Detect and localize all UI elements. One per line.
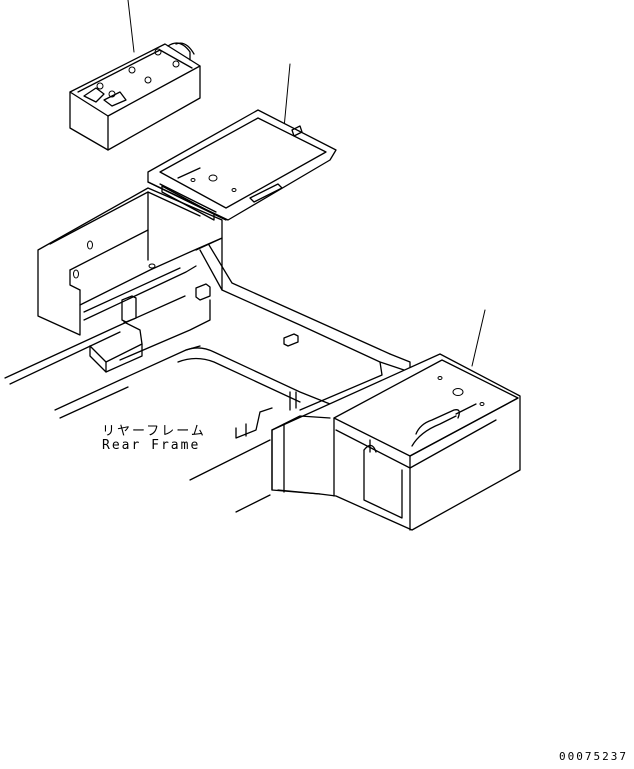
right-battery-box: [271, 353, 521, 531]
drawing-number: 00075237: [559, 750, 628, 763]
part-label-english: Rear Frame: [102, 438, 201, 453]
leader-line-battery-box: [471, 309, 486, 367]
leader-line-battery-top: [127, 0, 135, 53]
part-label-japanese: リヤーフレーム: [102, 424, 206, 439]
battery-tray: [147, 109, 337, 221]
rear-frame: [4, 237, 411, 513]
leader-line-tray: [283, 63, 291, 129]
battery: [69, 42, 201, 151]
leader-lines: [127, 0, 486, 367]
